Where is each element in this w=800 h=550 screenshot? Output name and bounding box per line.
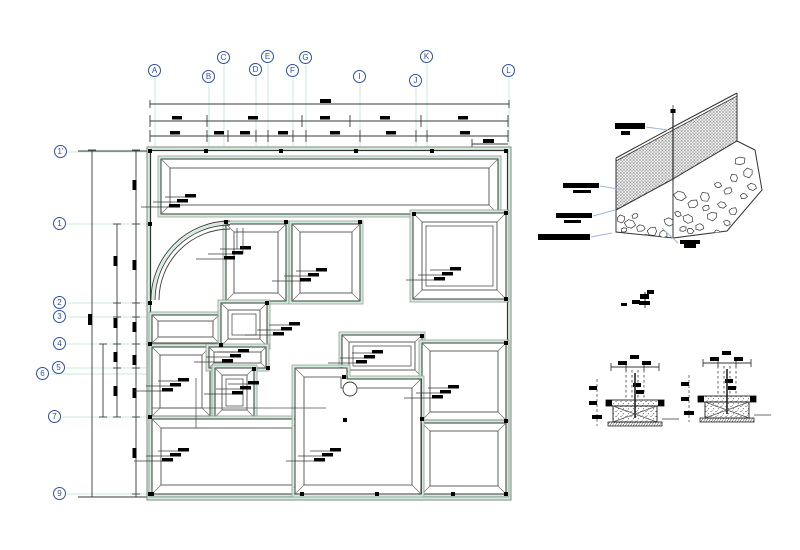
grid-bubble-b: B <box>202 70 215 83</box>
annotation-leader <box>406 267 461 281</box>
grid-bubble-1-prime: 1' <box>54 145 67 158</box>
annotation-leader <box>272 268 327 282</box>
grid-bubble-2: 2 <box>53 296 66 309</box>
isometric-fence-wall-detail <box>538 92 763 248</box>
grid-bubble-a: A <box>148 64 161 77</box>
annotation-leader <box>245 322 300 336</box>
grid-bubble-9: 9 <box>53 487 66 500</box>
grid-bubble-3: 3 <box>53 310 66 323</box>
foundation-section-details <box>589 290 771 427</box>
annotation-leader <box>134 448 189 462</box>
annotation-leader <box>141 194 196 208</box>
grid-bubble-7: 7 <box>48 410 61 423</box>
grid-bubble-5: 5 <box>52 361 65 374</box>
annotation-leader <box>196 246 251 260</box>
grid-bubble-k: K <box>420 50 433 63</box>
annotation-leader <box>328 350 383 364</box>
round-fixture <box>342 381 358 397</box>
grid-bubble-f: F <box>286 64 299 77</box>
grid-bubble-g: G <box>299 51 312 64</box>
grid-bubble-1: 1 <box>53 217 66 230</box>
grid-bubble-j: J <box>409 74 422 87</box>
annotation-leader <box>194 349 249 363</box>
grid-bubble-l: L <box>502 64 515 77</box>
plan-annotations <box>134 194 461 462</box>
annotation-leader <box>134 378 189 392</box>
grid-bubble-d: D <box>249 63 262 76</box>
post-footing-section <box>589 355 679 427</box>
detail-title-label <box>621 290 654 308</box>
fence-post <box>670 105 676 180</box>
annotation-leader <box>204 381 259 395</box>
grid-bubble-4: 4 <box>53 337 66 350</box>
annotation-leader <box>404 385 459 399</box>
grid-bubble-i: I <box>353 70 366 83</box>
post-footing-section <box>681 351 771 423</box>
grid-bubble-c: C <box>217 51 230 64</box>
dimension-chains <box>78 99 510 498</box>
annotation-leader <box>286 448 341 462</box>
grid-bubble-6: 6 <box>36 367 49 380</box>
coffered-plan <box>146 146 512 501</box>
grid-bubble-e: E <box>261 50 274 63</box>
